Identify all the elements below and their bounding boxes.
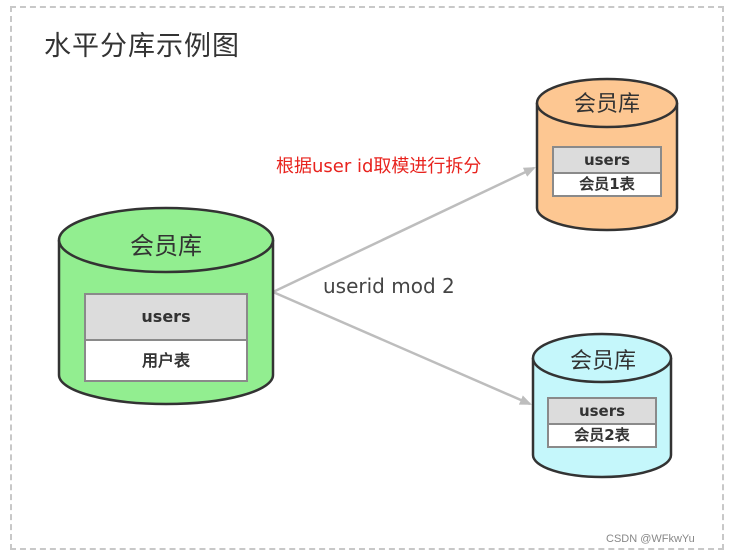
source-db-label: 会员库 xyxy=(130,232,202,260)
shard1-db-label: 会员库 xyxy=(573,92,640,117)
arrow-to-shard2 xyxy=(272,290,532,406)
source-table-header: users xyxy=(86,295,246,341)
diagram-title: 水平分库示例图 xyxy=(44,31,240,62)
split-annotation: 根据user id取模进行拆分 xyxy=(276,156,482,177)
shard1-table-header: users xyxy=(554,148,660,174)
shard2-table-header: users xyxy=(549,399,655,425)
arrow-to-shard1 xyxy=(272,166,536,294)
shard2-table: users 会员2表 xyxy=(547,397,657,448)
source-table: users 用户表 xyxy=(84,293,248,382)
edge-label: userid mod 2 xyxy=(323,274,455,298)
shard1-table-name: 会员1表 xyxy=(579,175,635,193)
shard2-table-name: 会员2表 xyxy=(574,426,630,444)
watermark: CSDN @WFkwYu xyxy=(606,533,695,545)
diagram-frame xyxy=(10,6,724,550)
shard1-table: users 会员1表 xyxy=(552,146,662,197)
source-table-name: 用户表 xyxy=(141,351,190,370)
shard2-db-label: 会员库 xyxy=(569,349,636,374)
